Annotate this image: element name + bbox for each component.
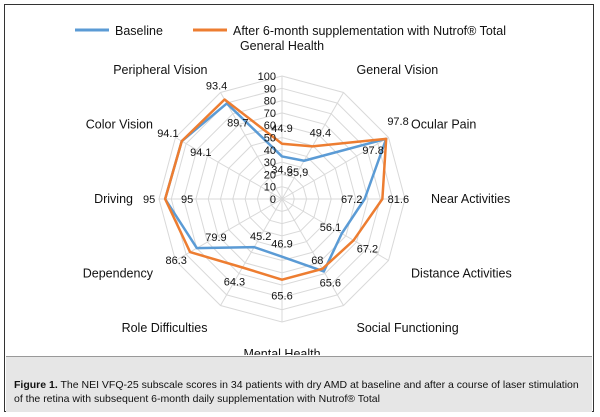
data-label-s2: 49.4 xyxy=(310,128,331,140)
legend-label-2: After 6-month supplementation with Nutro… xyxy=(233,24,506,38)
axis-label: Distance Activities xyxy=(411,267,512,281)
data-label-s2: 44.9 xyxy=(271,123,292,135)
data-label-s1: 46.9 xyxy=(271,239,292,251)
data-label-s1: 56.1 xyxy=(320,222,341,234)
tick-label: 60 xyxy=(264,120,276,132)
axis-label: Dependency xyxy=(83,267,154,281)
axis-label: Ocular Pain xyxy=(411,118,476,132)
data-label-s1: 95 xyxy=(181,194,193,206)
data-label-s2: 65.6 xyxy=(271,291,292,303)
axis-label: Near Activities xyxy=(431,192,510,206)
data-label-s1: 35,9 xyxy=(287,167,308,179)
data-label-s2: 94.1 xyxy=(157,128,178,140)
axis-label: General Vision xyxy=(357,63,439,77)
axis-label: Color Vision xyxy=(86,118,153,132)
data-label-s2: 93.4 xyxy=(206,81,227,93)
data-label-s1: 94.1 xyxy=(190,147,211,159)
series-line-2 xyxy=(163,98,388,281)
grid-spoke xyxy=(175,137,283,200)
data-label-s1: 34,6 xyxy=(271,164,292,176)
grid-spoke xyxy=(220,92,283,200)
caption-text: The NEI VFQ-25 subscale scores in 34 pat… xyxy=(14,379,579,405)
grid-spoke xyxy=(220,198,283,306)
tick-label: 80 xyxy=(264,96,276,108)
tick-label: 70 xyxy=(264,108,276,120)
tick-label: 100 xyxy=(258,71,276,83)
data-label-s1: 67.2 xyxy=(341,194,362,206)
figure-caption: Figure 1. The NEI VFQ-25 subscale scores… xyxy=(14,378,586,406)
tick-label: 20 xyxy=(264,169,276,181)
data-label-s1: 68 xyxy=(311,255,323,267)
data-label-s2: 95 xyxy=(143,194,155,206)
tick-label: 90 xyxy=(264,83,276,95)
legend-label-1: Baseline xyxy=(115,24,163,38)
tick-label: 40 xyxy=(264,145,276,157)
tick-label: 50 xyxy=(264,133,276,145)
data-label-s1: 89.7 xyxy=(227,118,248,130)
radar-series xyxy=(163,98,388,281)
data-label-s1: 45.2 xyxy=(250,231,271,243)
tick-label: 0 xyxy=(270,194,276,206)
axis-label: Peripheral Vision xyxy=(113,63,207,77)
axis-label: Social Functioning xyxy=(357,321,459,335)
grid-spoke xyxy=(281,137,389,200)
axis-label: Driving xyxy=(94,192,133,206)
axis-label: General Health xyxy=(240,39,324,53)
grid-spoke xyxy=(281,198,344,306)
grid-spoke xyxy=(281,198,389,261)
axis-label: Mental Health xyxy=(243,347,320,355)
tick-label: 10 xyxy=(264,182,276,194)
data-label-s1: 79.9 xyxy=(205,232,226,244)
data-label-s2: 97.8 xyxy=(387,116,408,128)
caption-box: Figure 1. The NEI VFQ-25 subscale scores… xyxy=(6,356,592,412)
data-label-s2: 64.3 xyxy=(224,276,245,288)
axis-label: Role Difficulties xyxy=(122,321,208,335)
data-label-s2: 86.3 xyxy=(166,255,187,267)
data-label-s2: 65.6 xyxy=(320,278,341,290)
data-label-s1: 97.8 xyxy=(362,145,383,157)
grid-spoke xyxy=(175,198,283,261)
radar-grid xyxy=(158,75,406,323)
data-label-s2: 81.6 xyxy=(388,194,409,206)
chart-legend: Baseline After 6-month supplementation wi… xyxy=(75,24,506,38)
caption-label: Figure 1. xyxy=(14,379,58,391)
data-label-s2: 67.2 xyxy=(357,243,378,255)
tick-label: 30 xyxy=(264,157,276,169)
